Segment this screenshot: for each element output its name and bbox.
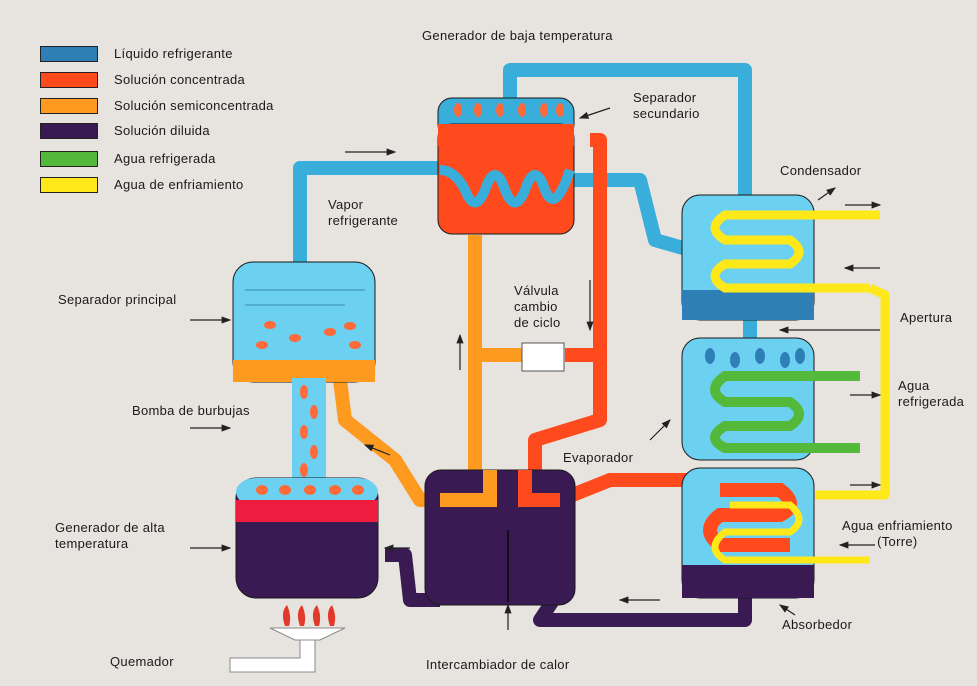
legend-item-chilled-water: Agua refrigerada <box>40 150 216 168</box>
label-heat-exchanger: Intercambiador de calor <box>426 657 570 672</box>
legend-item-refrigerant: Líquido refrigerante <box>40 45 233 63</box>
label-evaporator: Evaporador <box>563 450 634 465</box>
legend-item-concentrated: Solución concentrada <box>40 71 245 89</box>
cooling-water-loop <box>815 283 890 500</box>
low-temp-generator <box>437 97 575 235</box>
diagram-title: Generador de baja temperatura <box>422 28 613 43</box>
absorber <box>681 467 870 599</box>
main-separator <box>232 261 376 383</box>
label-chilled-water: Agua refrigerada <box>898 378 965 409</box>
label-burner: Quemador <box>110 654 174 669</box>
label-secondary-separator: Separador secundario <box>633 90 700 121</box>
vapor-pipe-top <box>503 63 752 202</box>
vapor-pipe-left <box>293 161 447 272</box>
legend-swatch <box>40 177 98 193</box>
label-vapor-refrigerant: Vapor refrigerante <box>328 197 399 228</box>
label-opening: Apertura <box>900 310 953 325</box>
legend-item-cooling-water: Agua de enfriamiento <box>40 176 244 194</box>
legend-swatch <box>40 123 98 139</box>
high-temp-generator <box>235 477 379 599</box>
evaporator <box>681 337 860 461</box>
label-cycle-valve: Válvula cambio de ciclo <box>514 283 561 330</box>
conc-pipe-1 <box>528 133 607 500</box>
legend-swatch <box>40 72 98 88</box>
label-bubble-pump: Bomba de burbujas <box>132 403 250 418</box>
condenser <box>681 194 880 321</box>
flow-arrows <box>190 107 882 630</box>
label-main-separator: Separador principal <box>58 292 177 307</box>
dilute-pipe-left <box>385 548 440 607</box>
label-absorber: Absorbedor <box>782 617 853 632</box>
legend-item-dilute: Solución diluida <box>40 122 210 140</box>
legend-item-semiconcentrated: Solución semiconcentrada <box>40 97 274 115</box>
label-condenser: Condensador <box>780 163 862 178</box>
legend-swatch <box>40 46 98 62</box>
legend-swatch <box>40 151 98 167</box>
heat-exchanger <box>424 469 576 606</box>
legend-swatch <box>40 98 98 114</box>
cycle-valve <box>521 342 565 372</box>
burner <box>229 605 346 673</box>
bubble-pump <box>292 378 326 483</box>
label-cooling-water-tower: Agua enfriamiento (Torre) <box>842 518 953 549</box>
label-high-temp-generator: Generador de alta temperatura <box>55 520 165 551</box>
vapor-pipe-to-condenser <box>563 173 697 257</box>
